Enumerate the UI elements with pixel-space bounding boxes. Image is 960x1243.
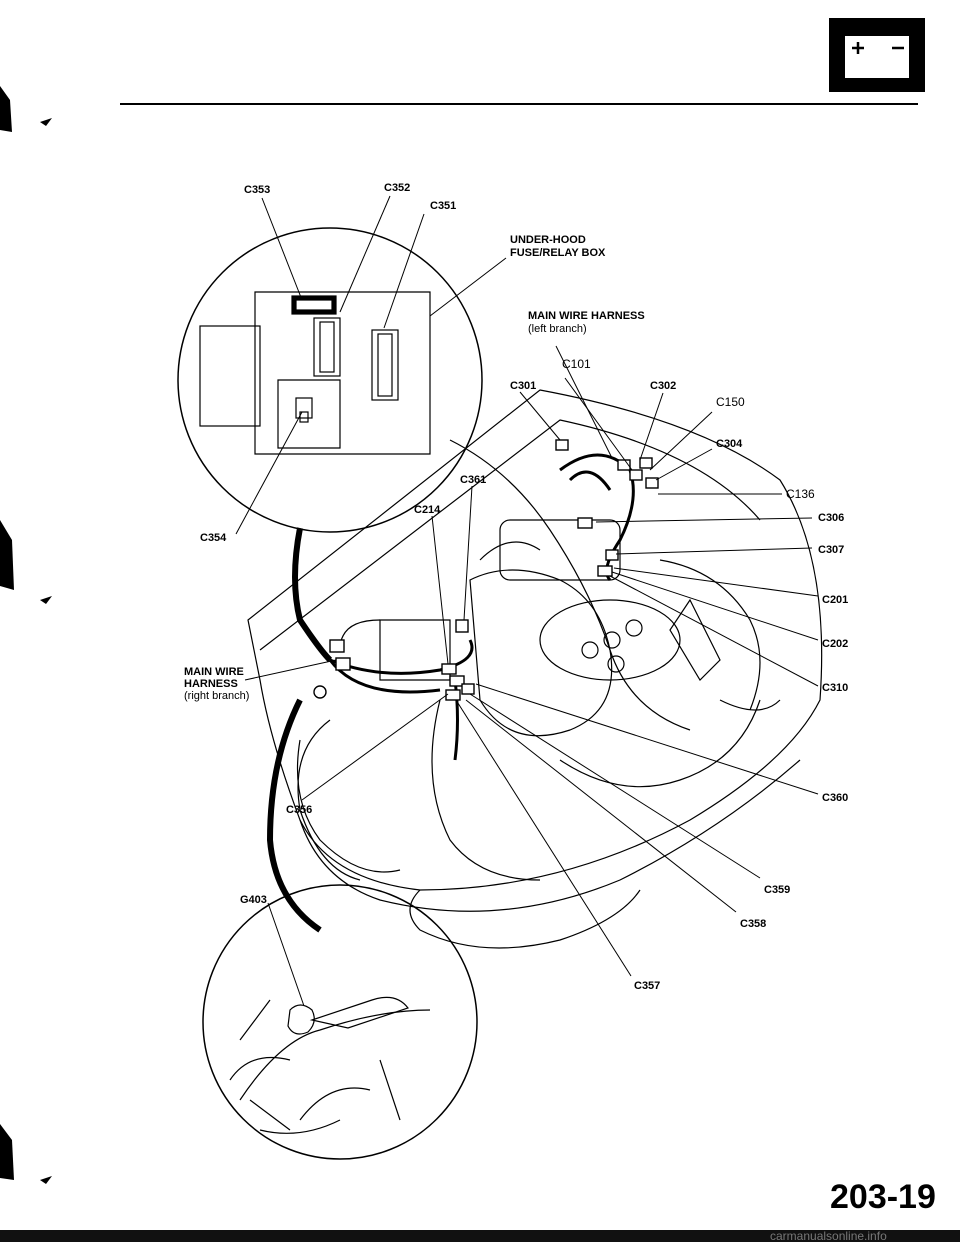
label-c361: C361 bbox=[460, 474, 487, 486]
label-main-left-2: (left branch) bbox=[528, 323, 587, 335]
vehicle-outline bbox=[247, 389, 823, 949]
label-c202: C202 bbox=[822, 638, 849, 650]
watermark-text: carmanualsonline.info bbox=[770, 1229, 887, 1243]
ground-inset bbox=[202, 884, 478, 1160]
label-c301: C301 bbox=[510, 380, 537, 392]
label-c357: C357 bbox=[634, 980, 661, 992]
battery-icon bbox=[829, 18, 925, 92]
label-c150: C150 bbox=[716, 395, 745, 409]
label-c302: C302 bbox=[650, 380, 677, 392]
label-c304: C304 bbox=[716, 438, 743, 450]
label-main-right-1: MAIN WIRE bbox=[184, 666, 244, 678]
label-c354: C354 bbox=[200, 532, 227, 544]
footer-bar bbox=[0, 1230, 960, 1242]
label-c214: C214 bbox=[414, 504, 441, 516]
label-main-left-1: MAIN WIRE HARNESS bbox=[528, 310, 645, 322]
label-c353: C353 bbox=[244, 184, 271, 196]
label-c201: C201 bbox=[822, 594, 849, 606]
label-underhood-2: FUSE/RELAY BOX bbox=[510, 247, 606, 259]
label-c136: C136 bbox=[786, 487, 815, 501]
binding-marks bbox=[0, 86, 52, 1184]
label-main-right-2: HARNESS bbox=[184, 678, 238, 690]
label-c359: C359 bbox=[764, 884, 791, 896]
label-c360: C360 bbox=[822, 792, 849, 804]
label-main-right-3: (right branch) bbox=[184, 690, 250, 702]
label-underhood-1: UNDER-HOOD bbox=[510, 234, 586, 246]
label-c352: C352 bbox=[384, 182, 411, 194]
label-c307: C307 bbox=[818, 544, 845, 556]
label-c358: C358 bbox=[740, 918, 767, 930]
leader-lines bbox=[235, 195, 819, 1007]
label-c351: C351 bbox=[430, 200, 457, 212]
label-c306: C306 bbox=[818, 512, 845, 524]
label-c310: C310 bbox=[822, 682, 849, 694]
page-number: 203-19 bbox=[830, 1178, 936, 1216]
connectors bbox=[313, 439, 659, 701]
label-c101: C101 bbox=[562, 357, 591, 371]
label-c356: C356 bbox=[286, 804, 313, 816]
fuse-box-inset bbox=[177, 227, 483, 533]
label-g403: G403 bbox=[240, 894, 267, 906]
wire-harness bbox=[266, 453, 635, 933]
